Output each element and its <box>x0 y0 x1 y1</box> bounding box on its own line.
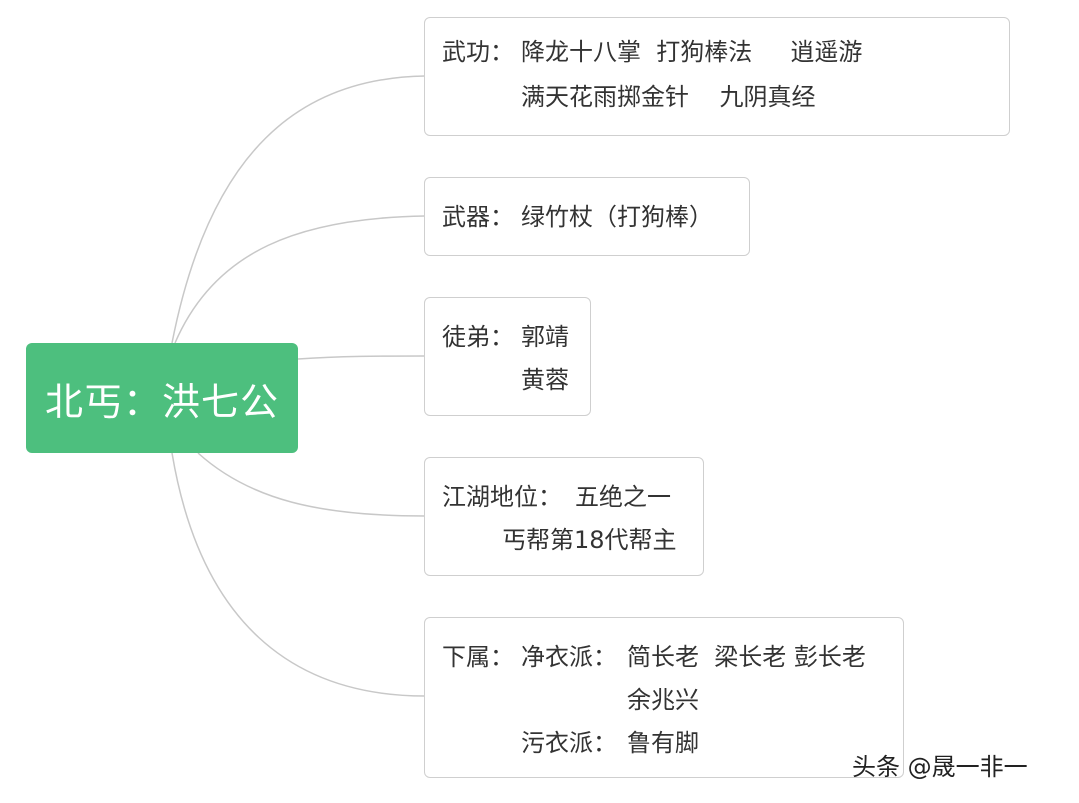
watermark: 头条 @晟一非一 <box>852 753 1028 781</box>
weapon-line-1: 绿竹杖（打狗棒） <box>521 203 713 231</box>
weapon-key: 武器： <box>442 203 514 231</box>
status-line-1: 五绝之一 <box>575 483 671 511</box>
branch-weapon[interactable]: 武器： 绿竹杖（打狗棒） <box>424 177 750 256</box>
connector-skills <box>171 75 426 344</box>
skills-key: 武功： <box>442 38 514 66</box>
root-node-hong-qigong[interactable]: 北丐：洪七公 <box>26 343 298 453</box>
clean-faction-key: 净衣派： <box>521 643 617 671</box>
disciples-key: 徒弟： <box>442 323 514 351</box>
dirty-faction-line-1: 鲁有脚 <box>627 729 699 757</box>
root-node-label: 北丐：洪七公 <box>44 379 279 424</box>
clean-faction-line-2: 余兆兴 <box>627 686 699 714</box>
skills-line-1: 降龙十八掌 打狗棒法 逍遥游 <box>521 38 863 66</box>
connector-subordinates <box>171 452 426 697</box>
branch-skills[interactable]: 武功： 降龙十八掌 打狗棒法 逍遥游 满天花雨掷金针 九阴真经 <box>424 17 1010 136</box>
status-line-2: 丐帮第18代帮主 <box>502 526 677 554</box>
status-key: 江湖地位： <box>442 483 562 511</box>
subordinates-key: 下属： <box>442 643 514 671</box>
disciples-line-1: 郭靖 <box>521 323 569 351</box>
disciples-line-2: 黄蓉 <box>521 366 569 394</box>
clean-faction-line-1: 简长老 梁长老 彭长老 <box>627 643 866 671</box>
branch-subordinates[interactable]: 下属： 净衣派： 简长老 梁长老 彭长老 余兆兴 污衣派： 鲁有脚 <box>424 617 904 778</box>
branch-status[interactable]: 江湖地位： 五绝之一 丐帮第18代帮主 <box>424 457 704 576</box>
skills-line-2: 满天花雨掷金针 九阴真经 <box>521 83 816 111</box>
dirty-faction-key: 污衣派： <box>521 729 617 757</box>
connector-status <box>197 452 426 517</box>
connector-weapon <box>174 215 426 344</box>
connector-disciples <box>297 355 426 360</box>
branch-disciples[interactable]: 徒弟： 郭靖 黄蓉 <box>424 297 591 416</box>
